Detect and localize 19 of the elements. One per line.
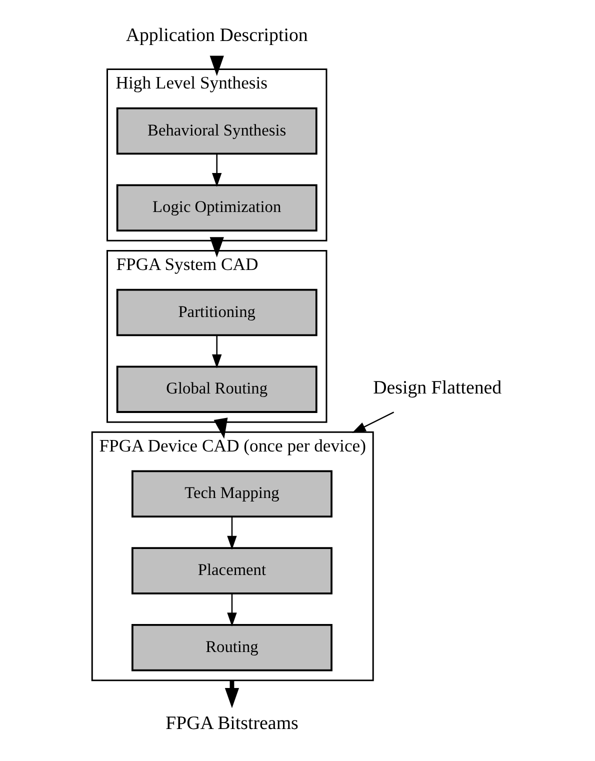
arrow: [352, 412, 394, 433]
arrow: [210, 56, 224, 76]
arrow: [212, 154, 222, 187]
node-box: Placement: [132, 547, 332, 594]
node-box: Global Routing: [116, 366, 318, 413]
node-box: Tech Mapping: [132, 470, 332, 518]
arrow: [210, 237, 224, 258]
arrow: [224, 680, 240, 708]
node-box: Partitioning: [116, 288, 318, 336]
arrow: [227, 516, 237, 550]
arrow: [214, 418, 228, 439]
arrow: [212, 335, 222, 368]
arrow: [227, 594, 237, 627]
node-text: Application Description: [126, 24, 308, 46]
node-text: FPGA Bitstreams: [166, 712, 298, 734]
node-box: Routing: [132, 624, 332, 672]
node-box: Logic Optimization: [116, 184, 318, 232]
node-box: Behavioral Synthesis: [116, 107, 318, 155]
node-text: Design Flattened: [373, 378, 502, 399]
